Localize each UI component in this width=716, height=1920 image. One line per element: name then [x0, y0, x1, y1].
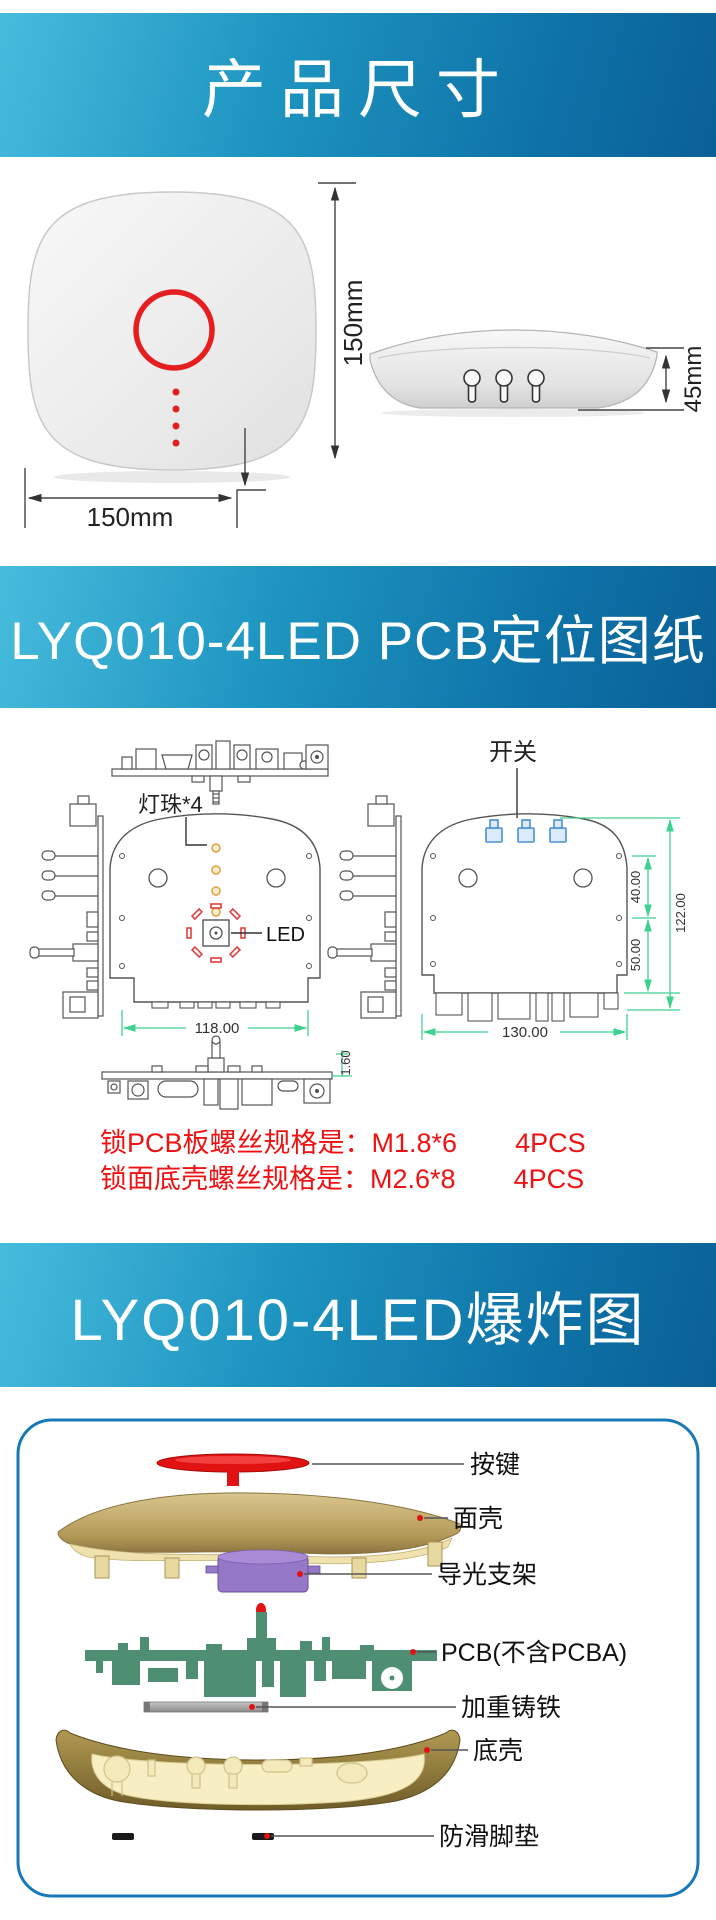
banner-pcb-drawing-label: LYQ010-4LED PCB定位图纸	[10, 612, 706, 671]
side-shell-edge	[377, 346, 651, 359]
led-beads-leader	[185, 817, 207, 846]
dim-160-label: 1.60	[338, 1050, 353, 1075]
dims-right	[421, 817, 680, 1040]
label-pcb: PCB(不含PCBA)	[441, 1639, 627, 1667]
banner-product-size: 产品尺寸	[0, 13, 716, 157]
pcb-positioning-drawing: 灯珠*4	[29, 739, 688, 1110]
side-view	[369, 329, 658, 417]
pcb-top-edge-view	[111, 740, 329, 805]
screw-notes: 锁PCB板螺丝规格是：M1.8*6 4PCS 锁面底壳螺丝规格是：M2.6*8 …	[100, 1126, 586, 1198]
dim-160	[332, 1050, 352, 1077]
side-shell	[369, 329, 658, 409]
front-view-shadow	[54, 471, 290, 483]
label-bottom-shell: 底壳	[473, 1737, 523, 1765]
screw-note-spec: 锁面底壳螺丝规格是：M2.6*8	[100, 1164, 456, 1194]
pcb-left-view: LED	[109, 813, 321, 1009]
led-bead-pads	[211, 843, 221, 917]
dim-50-label: 50.00	[628, 939, 643, 972]
screw-note-qty: 4PCS	[515, 1128, 586, 1158]
screw-note-qty: 4PCS	[513, 1164, 585, 1194]
part-foot-pads	[112, 1833, 274, 1840]
label-foot-pad: 防滑脚垫	[439, 1823, 539, 1851]
dim-118	[121, 1010, 309, 1036]
part-button	[156, 1453, 310, 1486]
switch-label: 开关	[489, 739, 537, 766]
front-shell	[27, 191, 317, 471]
dim-130-label: 130.00	[502, 1024, 548, 1041]
part-weight-iron	[143, 1701, 269, 1713]
product-dimension-drawing: 150mm 150mm 45mm	[24, 182, 707, 532]
banner-product-size-label: 产品尺寸	[202, 54, 514, 126]
side-pins	[463, 369, 545, 403]
dim-40-label: 40.00	[628, 871, 643, 904]
led-label: LED	[266, 924, 305, 946]
banner-pcb-drawing: LYQ010-4LED PCB定位图纸	[0, 566, 716, 708]
banner-exploded-view: LYQ010-4LED爆炸图	[0, 1243, 716, 1387]
led-dot	[172, 388, 180, 396]
screw-note-spec: 锁PCB板螺丝规格是：M1.8*6	[100, 1128, 458, 1158]
led-dot	[172, 422, 180, 430]
label-button: 按键	[470, 1451, 520, 1479]
part-light-guide	[205, 1549, 321, 1593]
exploded-view-diagram: 按键 面壳 导光支架	[16, 1418, 700, 1898]
pcb-right-view	[421, 813, 628, 1022]
height-dimension	[318, 182, 356, 460]
label-face-shell: 面壳	[453, 1505, 503, 1533]
switches	[485, 819, 567, 843]
thickness-dimension-label: 45mm	[680, 346, 707, 413]
width-dimension-label: 150mm	[87, 502, 174, 532]
pcb-bottom-edge-view	[101, 1035, 333, 1110]
led-dot	[172, 439, 180, 447]
exploded-view-border	[16, 1418, 700, 1898]
side-view-shadow	[381, 409, 645, 417]
dim-118-label: 118.00	[195, 1020, 240, 1037]
led-beads-label: 灯珠*4	[138, 792, 203, 817]
front-view	[27, 191, 317, 483]
part-face-shell	[57, 1492, 462, 1579]
part-pcb	[85, 1603, 437, 1697]
height-dimension-label: 150mm	[338, 280, 368, 367]
width-dimension	[24, 428, 266, 528]
thickness-dimension	[578, 347, 684, 411]
banner-exploded-view-label: LYQ010-4LED爆炸图	[70, 1288, 646, 1353]
led-dot	[172, 405, 180, 413]
part-bottom-shell	[55, 1729, 461, 1811]
screw-note-row: 锁面底壳螺丝规格是：M2.6*8 4PCS	[100, 1162, 586, 1196]
screw-note-row: 锁PCB板螺丝规格是：M1.8*6 4PCS	[100, 1126, 586, 1160]
dim-122-label: 122.00	[673, 893, 688, 933]
led-ring	[133, 289, 215, 371]
label-weight-iron: 加重铸铁	[461, 1694, 561, 1722]
label-light-guide: 导光支架	[437, 1561, 537, 1589]
pcb-side-edge-view	[327, 795, 402, 1019]
